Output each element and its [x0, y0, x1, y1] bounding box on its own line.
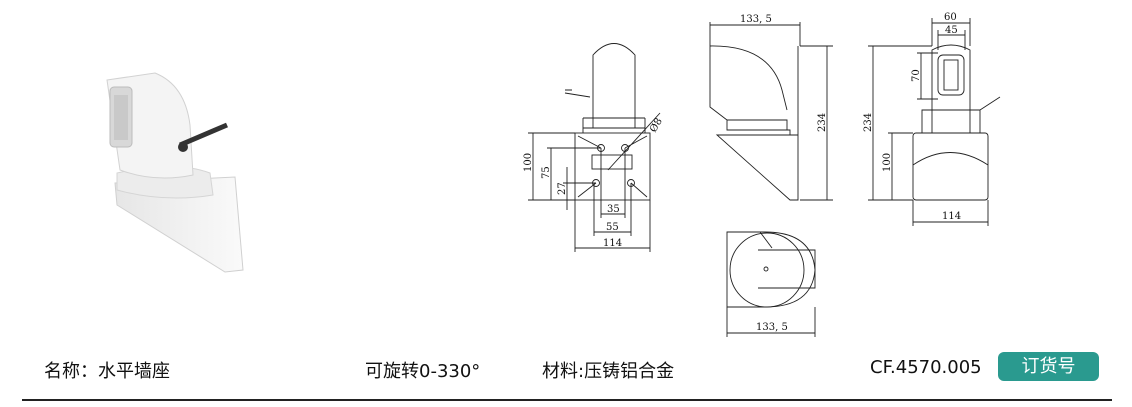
dim-side-234: 234 [817, 113, 828, 132]
dim-front-55: 55 [606, 222, 619, 233]
dim-front-100: 100 [523, 153, 534, 172]
order-number-button[interactable]: 订货号 [998, 352, 1099, 381]
dim-back-45: 45 [945, 25, 958, 36]
product-name: 名称：水平墙座 [44, 361, 170, 382]
technical-drawings: 114 55 35 100 75 27 Ø8 133, 5 234 60 45 … [523, 12, 1001, 337]
dim-front-114: 114 [603, 238, 622, 249]
dim-front-75: 75 [541, 166, 552, 179]
dim-top-133-5: 133, 5 [756, 322, 788, 333]
product-code: CF.4570.005 [870, 357, 982, 378]
dim-back-114: 114 [942, 211, 961, 222]
dim-back-234: 234 [863, 113, 874, 132]
product-material: 材料:压铸铝合金 [542, 361, 675, 382]
dim-back-100: 100 [882, 153, 893, 172]
divider [22, 399, 1112, 401]
product-photo [106, 72, 244, 273]
dim-front-27: 27 [557, 182, 568, 195]
front-view: 114 55 35 100 75 27 Ø8 [523, 43, 665, 252]
product-rotation: 可旋转0-330° [365, 361, 481, 382]
back-view: 60 45 70 234 100 114 [863, 12, 1001, 226]
dim-back-70: 70 [911, 69, 922, 82]
dim-front-diameter: Ø8 [648, 116, 665, 134]
top-view: 133, 5 [726, 231, 816, 337]
side-view: 133, 5 234 [709, 14, 833, 201]
dim-back-60: 60 [944, 12, 957, 23]
dim-front-35: 35 [607, 204, 620, 215]
dim-side-133-5: 133, 5 [740, 14, 772, 25]
